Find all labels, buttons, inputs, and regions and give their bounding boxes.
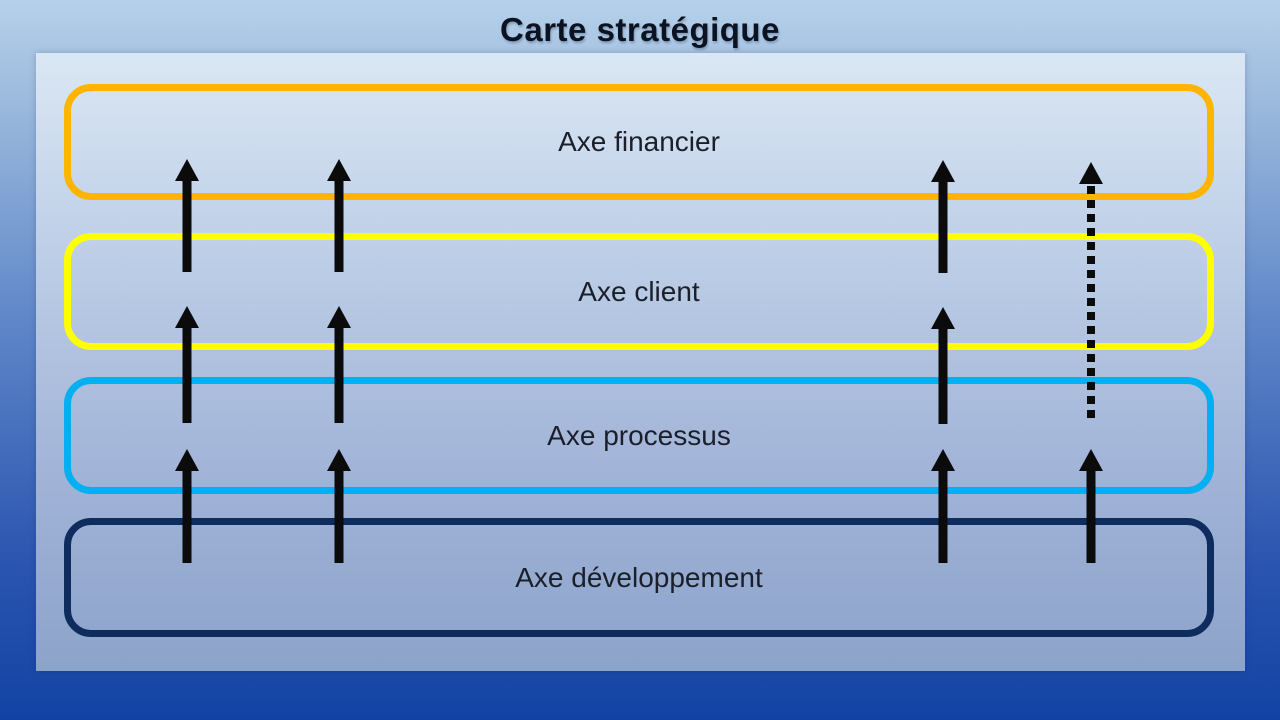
band-axe-processus: Axe processus <box>64 377 1214 494</box>
band-label-processus: Axe processus <box>547 419 731 451</box>
band-axe-financier: Axe financier <box>64 84 1214 200</box>
page-title: Carte stratégique <box>500 11 780 48</box>
band-axe-client: Axe client <box>64 233 1214 350</box>
band-label-developpement: Axe développement <box>515 561 763 593</box>
strategy-map-panel: Axe financier Axe client Axe processus A… <box>36 53 1245 671</box>
band-label-client: Axe client <box>578 275 700 307</box>
band-axe-developpement: Axe développement <box>64 518 1214 637</box>
band-label-financier: Axe financier <box>558 126 720 157</box>
